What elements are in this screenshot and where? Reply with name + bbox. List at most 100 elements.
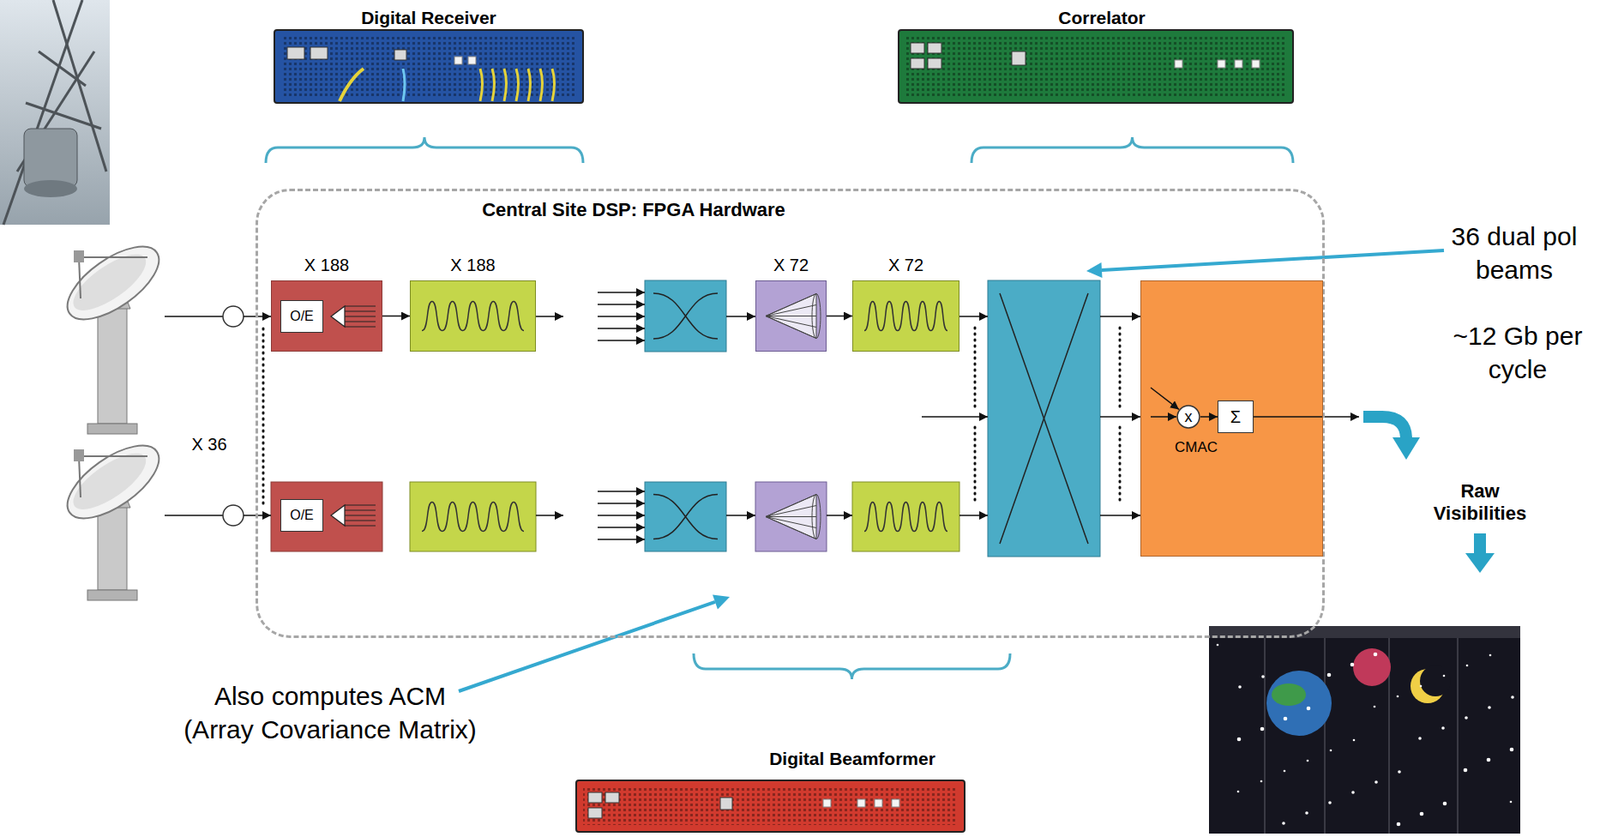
cmac-box-fill bbox=[1140, 280, 1324, 557]
flow-arrow bbox=[826, 315, 853, 318]
fibre-coupler bbox=[222, 505, 244, 526]
filterbank-symbol bbox=[864, 502, 948, 532]
dish-strut bbox=[78, 257, 81, 299]
antenna-dish bbox=[55, 233, 171, 434]
star-dot bbox=[1466, 664, 1469, 668]
dotted-continuation bbox=[1118, 327, 1122, 407]
star-dot bbox=[1238, 685, 1242, 689]
yellow-cable bbox=[552, 68, 555, 102]
board-led bbox=[468, 56, 476, 65]
splitter-output bbox=[344, 509, 376, 511]
cmac-box-text: CMAC bbox=[1161, 439, 1231, 457]
dotted-continuation bbox=[974, 427, 977, 505]
signal-arrow bbox=[597, 327, 645, 330]
beam-ray bbox=[765, 315, 817, 317]
board-port bbox=[720, 797, 733, 810]
fpga-region-text: Central Site DSP: FPGA Hardware bbox=[445, 198, 823, 222]
output-down-arrow-head bbox=[1465, 553, 1495, 573]
signal-arrow bbox=[826, 514, 853, 517]
star-dot bbox=[1328, 800, 1332, 805]
output-bend-arrow-head bbox=[1392, 437, 1420, 460]
corner-turn-box bbox=[987, 280, 1101, 557]
nebula-art bbox=[1353, 648, 1391, 686]
dish-surface bbox=[65, 244, 155, 320]
star-dot bbox=[1283, 769, 1287, 773]
star-dot bbox=[1509, 800, 1513, 804]
star-dot bbox=[1329, 749, 1333, 752]
signal-arrow bbox=[1100, 415, 1141, 418]
output-down-arrow bbox=[1473, 533, 1486, 554]
dish-reflector bbox=[55, 233, 171, 334]
filterbank-box bbox=[409, 481, 536, 552]
oe-converter: O/E bbox=[280, 300, 324, 333]
callout-arrow bbox=[1101, 250, 1444, 271]
splitter-output bbox=[344, 514, 376, 516]
planet-art bbox=[1266, 670, 1332, 736]
oe-converter-text: O/E bbox=[289, 508, 314, 523]
beam-ray bbox=[765, 505, 817, 518]
filterbank-box: X 188 bbox=[409, 280, 536, 352]
output-label: Raw Visibilities bbox=[1423, 480, 1537, 526]
dish-pedestal bbox=[97, 301, 127, 424]
board-panel bbox=[576, 780, 965, 832]
star-dot bbox=[1441, 726, 1445, 730]
splitter-symbol bbox=[330, 505, 345, 526]
star-dot bbox=[1305, 811, 1309, 815]
dotted-continuation bbox=[1118, 427, 1122, 505]
beam-ray bbox=[765, 516, 817, 518]
callout-arrow-head bbox=[712, 594, 730, 609]
planet-land bbox=[1271, 683, 1306, 706]
box-symbols bbox=[330, 293, 1360, 544]
filterbank-box-text: X 72 bbox=[853, 254, 959, 276]
signal-arrow bbox=[726, 315, 756, 318]
board-port bbox=[910, 58, 925, 69]
cabinet-row bbox=[1209, 625, 1521, 834]
multiplier-circle: x bbox=[1176, 404, 1201, 429]
star-dot bbox=[1486, 757, 1492, 763]
receiver-board bbox=[274, 30, 584, 103]
star-dot bbox=[1419, 685, 1423, 688]
beam-ray bbox=[765, 294, 817, 317]
signal-arrow bbox=[597, 339, 645, 342]
filterbank-box-text: X 188 bbox=[410, 254, 536, 276]
section-title: Correlator bbox=[973, 6, 1231, 29]
board-port bbox=[927, 58, 942, 69]
star-dot bbox=[1396, 822, 1402, 827]
tower-feed bbox=[24, 128, 78, 187]
signal-wires bbox=[164, 250, 1495, 692]
dotted-continuation bbox=[262, 328, 265, 504]
tower-lattice bbox=[3, 0, 83, 225]
yellow-cable bbox=[540, 68, 543, 102]
filterbank-box: X 72 bbox=[852, 280, 960, 352]
cmac-box: CMACxΣ bbox=[1140, 280, 1324, 557]
dish-reflector bbox=[55, 432, 171, 533]
yellow-cable bbox=[504, 68, 507, 102]
signal-arrow bbox=[1100, 514, 1141, 517]
crossbar-box bbox=[644, 280, 727, 352]
star-dot bbox=[1397, 769, 1402, 774]
board-led bbox=[454, 56, 463, 65]
fpga-region: Central Site DSP: FPGA HardwareX 188O/EX… bbox=[255, 188, 1325, 638]
splitter-output bbox=[344, 325, 376, 327]
filterbank-symbol bbox=[864, 301, 948, 331]
star-dot bbox=[1418, 736, 1422, 740]
fibre-coupler bbox=[222, 306, 244, 327]
beamformer-board bbox=[576, 780, 965, 832]
board-port bbox=[910, 42, 925, 54]
crossbar-box bbox=[644, 481, 727, 552]
tower-photo bbox=[0, 0, 110, 225]
star-dot bbox=[1283, 716, 1288, 722]
star-dot bbox=[1350, 662, 1355, 668]
board-port bbox=[605, 792, 620, 803]
signal-arrow bbox=[597, 502, 645, 505]
filterbank-box-fill bbox=[852, 280, 960, 352]
beam-ray bbox=[765, 305, 817, 317]
signal-arrow bbox=[921, 415, 988, 418]
board-led bbox=[1217, 60, 1226, 68]
visibility-output bbox=[1253, 415, 1360, 418]
beam-arc bbox=[812, 494, 821, 540]
dish-strut bbox=[78, 256, 148, 259]
receiver-box bbox=[270, 481, 383, 552]
corner-turn-symbol bbox=[999, 293, 1089, 544]
splitter-output bbox=[344, 519, 376, 521]
